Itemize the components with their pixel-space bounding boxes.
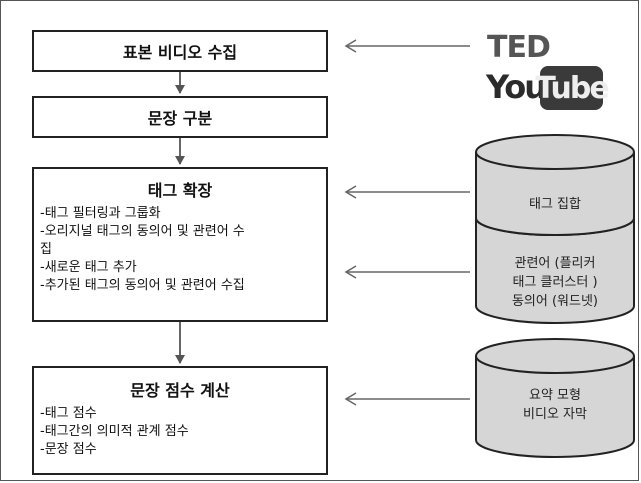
tag-expansion-item: -새로운 태그 추가 <box>40 260 137 275</box>
step-sentence-split: 문장 구분 <box>32 96 328 138</box>
summary-model-label: 요약 모형 비디오 자막 <box>478 386 632 424</box>
tag-set-label: 태그 집합 <box>529 197 581 212</box>
summary-model-line: 비디오 자막 <box>523 407 587 422</box>
input-arrows <box>344 39 470 406</box>
tag-expansion-item: -오리지널 태그의 동의어 및 관련어 수 <box>40 224 245 239</box>
related-words-line: 관련어 (플리커 <box>514 256 596 271</box>
tag-expansion-item: 집 <box>40 242 52 257</box>
cylinder-summary-store <box>475 338 635 458</box>
sentence-scoring-item: -문장 점수 <box>40 442 97 457</box>
sentence-scoring-list: -태그 점수 -태그간의 의미적 관계 점수 -문장 점수 <box>40 405 326 459</box>
step-tag-expansion-title: 태그 확장 <box>147 181 213 200</box>
tag-expansion-item: -태그 필터링과 그룹화 <box>40 206 161 221</box>
step-collect-videos-title: 표본 비디오 수집 <box>122 43 238 62</box>
related-words-label: 관련어 (플리커 태그 클러스터 ) 동의어 (워드넷) <box>478 254 632 311</box>
step-sentence-scoring: 문장 점수 계산 -태그 점수 -태그간의 의미적 관계 점수 -문장 점수 <box>32 366 328 475</box>
related-words-line: 태그 클러스터 ) <box>512 275 598 290</box>
step-collect-videos: 표본 비디오 수집 <box>32 30 328 72</box>
tag-expansion-item: -추가된 태그의 동의어 및 관련어 수집 <box>40 278 245 293</box>
cylinder-tag-store <box>475 134 635 324</box>
ted-logo: TED <box>487 30 551 65</box>
youtube-logo-tube: Tube <box>535 66 610 110</box>
sentence-scoring-item: -태그 점수 <box>40 406 97 421</box>
sentence-scoring-item: -태그간의 의미적 관계 점수 <box>40 424 189 439</box>
related-words-line: 동의어 (워드넷) <box>511 294 599 309</box>
summary-model-line: 요약 모형 <box>529 388 581 403</box>
step-tag-expansion: 태그 확장 -태그 필터링과 그룹화 -오리지널 태그의 동의어 및 관련어 수… <box>32 167 328 322</box>
step-sentence-split-title: 문장 구분 <box>147 109 213 128</box>
youtube-logo-you: You <box>486 68 547 106</box>
tag-expansion-list: -태그 필터링과 그룹화 -오리지널 태그의 동의어 및 관련어 수 집 -새로… <box>40 205 326 295</box>
step-sentence-scoring-title: 문장 점수 계산 <box>130 381 230 400</box>
